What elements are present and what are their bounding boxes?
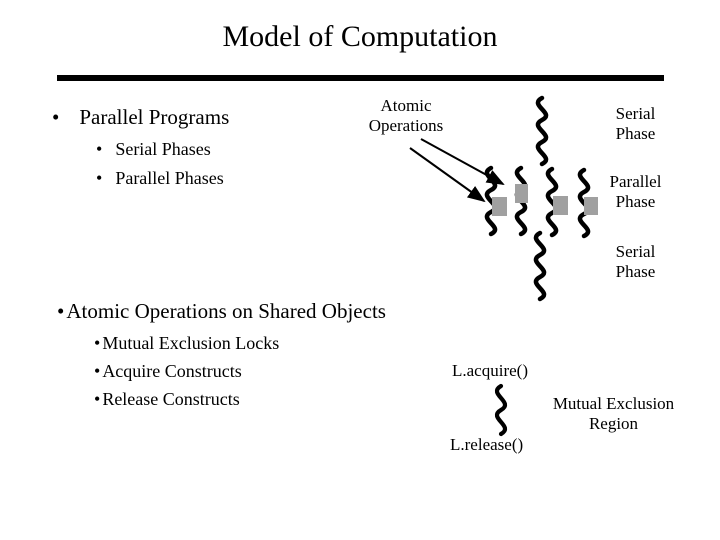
atomic-ops-arrow-1	[420, 138, 505, 185]
bullet-text: Acquire Constructs	[102, 361, 242, 381]
atomic-operations-line2: Operations	[368, 116, 444, 135]
atomic-operations-label: Atomic Operations	[346, 96, 466, 136]
bullet-icon: •	[57, 299, 65, 323]
atomic-ops-arrow-2	[409, 147, 486, 203]
bullet-icon: •	[94, 361, 101, 381]
parallel-thread-4-squiggle	[580, 170, 588, 236]
parallel-thread-2-squiggle	[517, 168, 525, 234]
serial-phase-top-line2: Phase	[615, 124, 656, 143]
bullet-mutual-exclusion-locks: • Mutual Exclusion Locks	[94, 333, 279, 354]
parallel-phase-line1: Parallel	[609, 172, 662, 191]
bullet-text: Release Constructs	[102, 389, 240, 409]
atomic-op-square-2	[515, 184, 528, 203]
bullet-serial-phases: • Serial Phases	[96, 139, 211, 160]
bullet-parallel-programs: • Parallel Programs	[52, 105, 229, 130]
mutual-exclusion-region-label: Mutual Exclusion Region	[541, 394, 686, 434]
bullet-icon: •	[94, 389, 101, 409]
serial-phase-bottom-label: Serial Phase	[593, 242, 678, 282]
bullet-atomic-operations: • Atomic Operations on Shared Objects	[57, 299, 386, 324]
serial-thread-top-squiggle	[538, 98, 546, 164]
slide-title: Model of Computation	[222, 20, 498, 53]
acquire-call-label: L.acquire()	[452, 361, 528, 380]
atomic-op-square-3	[553, 196, 568, 215]
atomic-operations-line1: Atomic	[380, 96, 432, 115]
serial-phase-bottom-line1: Serial	[615, 242, 656, 261]
bullet-acquire-constructs: • Acquire Constructs	[94, 361, 242, 382]
serial-phase-top-label: Serial Phase	[593, 104, 678, 144]
serial-phase-bottom-line2: Phase	[615, 262, 656, 281]
mutex-region-squiggle	[494, 383, 508, 437]
parallel-phase-label: Parallel Phase	[593, 172, 678, 212]
bullet-release-constructs: • Release Constructs	[94, 389, 240, 410]
mutual-exclusion-region-line2: Region	[588, 414, 639, 433]
bullet-text: Serial Phases	[115, 139, 211, 159]
parallel-phase-line2: Phase	[615, 192, 656, 211]
parallel-thread-3-squiggle	[548, 169, 556, 235]
bullet-icon: •	[96, 139, 103, 159]
bullet-text: Mutual Exclusion Locks	[102, 333, 280, 353]
serial-thread-bottom-squiggle	[536, 233, 544, 299]
release-call-label: L.release()	[450, 435, 524, 454]
bullet-text: Atomic Operations on Shared Objects	[66, 299, 386, 323]
parallel-thread-1-squiggle	[487, 168, 495, 234]
mutual-exclusion-region-line1: Mutual Exclusion	[552, 394, 675, 413]
bullet-icon: •	[94, 333, 101, 353]
title-divider	[57, 75, 664, 81]
bullet-icon: •	[52, 105, 60, 129]
bullet-text: Parallel Programs	[79, 105, 230, 129]
atomic-op-square-1	[492, 197, 507, 216]
serial-phase-top-line1: Serial	[615, 104, 656, 123]
bullet-text: Parallel Phases	[115, 168, 224, 188]
bullet-icon: •	[96, 168, 103, 188]
bullet-parallel-phases: • Parallel Phases	[96, 168, 224, 189]
